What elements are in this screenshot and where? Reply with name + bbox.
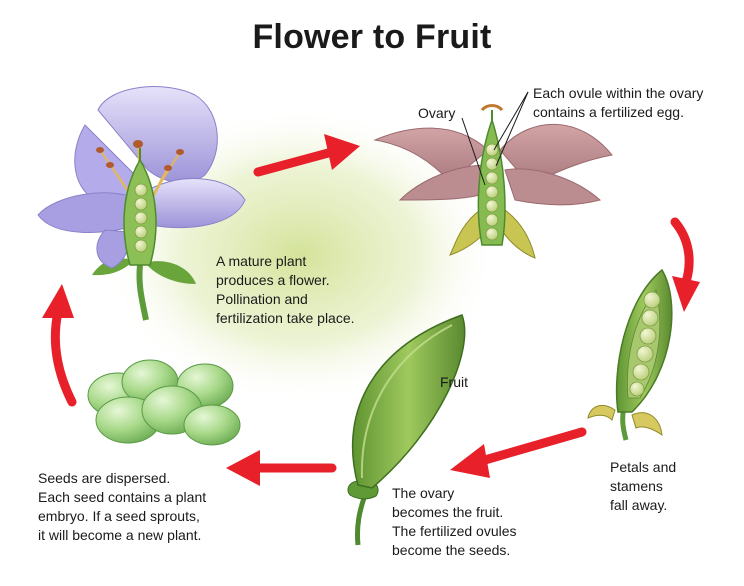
caption-ovary-fruit: The ovary becomes the fruit. The fertili…: [392, 485, 517, 558]
pollinated-flower-illustration: [373, 91, 613, 259]
arrow-flower-to-pollinated: [253, 147, 337, 177]
caption-petals-fall: Petals and stamens fall away.: [610, 459, 677, 513]
arrowhead-pollinated-to-pod: [672, 276, 700, 312]
ovary-leader-line: [461, 117, 486, 186]
caption-mature-plant: A mature plant produces a flower. Pollin…: [216, 253, 355, 326]
arrowhead-seeds-to-flower: [42, 284, 74, 318]
cycle-arrows: [42, 134, 700, 486]
arrow-seeds-to-flower: [50, 307, 77, 407]
arrow-pod-to-fruit: [473, 427, 587, 467]
fruit-label: Fruit: [440, 374, 468, 390]
caption-seeds-dispersed: Seeds are dispersed. Each seed contains …: [38, 470, 207, 543]
ovule-leader-line-2: [495, 91, 529, 167]
ovule-label: Each ovule within the ovary contains a f…: [533, 85, 704, 120]
arrowhead-flower-to-pollinated: [324, 134, 360, 170]
diagram-title: Flower to Fruit: [252, 18, 492, 56]
pod-illustration: [587, 268, 673, 441]
arrow-pollinated-to-pod: [670, 217, 694, 287]
fruit-illustration: [347, 314, 466, 546]
arrowhead-pod-to-fruit: [450, 444, 490, 478]
arrowhead-fruit-to-seeds: [226, 450, 260, 486]
seeds-illustration: [87, 359, 241, 446]
flower-illustration: [37, 86, 246, 321]
ovary-label: Ovary: [418, 105, 456, 121]
ovule-leader-line-1: [493, 91, 529, 151]
